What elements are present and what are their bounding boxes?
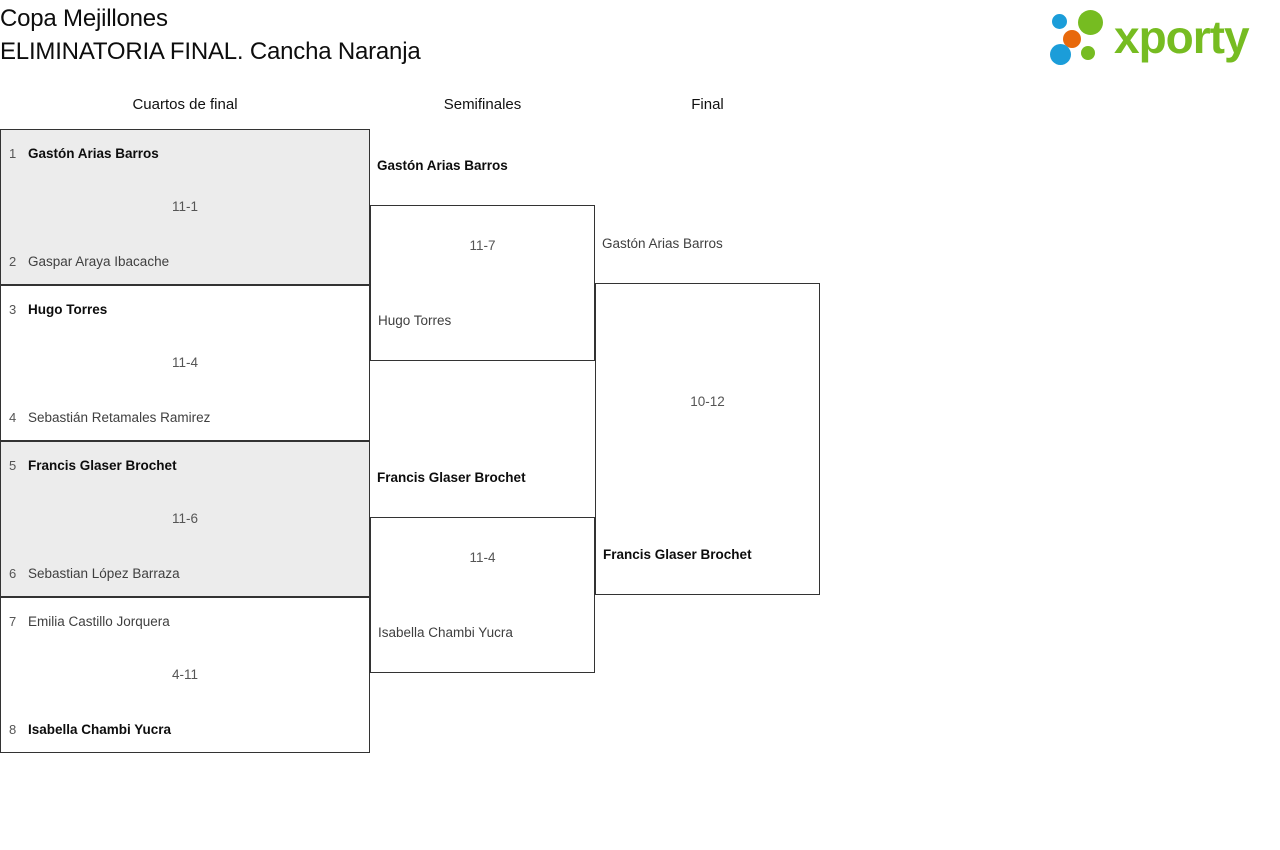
match-slot-bottom[interactable]: 4 Sebastián Retamales Ramirez bbox=[1, 404, 369, 430]
match-slot-bottom[interactable]: Isabella Chambi Yucra bbox=[371, 619, 594, 645]
semifinal-1-top-player: Gastón Arias Barros bbox=[377, 158, 508, 173]
match-score: 11-4 bbox=[469, 550, 496, 565]
seed-number: 3 bbox=[9, 301, 17, 317]
match-slot-top[interactable]: 3 Hugo Torres bbox=[1, 296, 369, 322]
logo-wordmark: xporty bbox=[1114, 11, 1250, 63]
player-name: Hugo Torres bbox=[28, 301, 108, 317]
match-score: 11-6 bbox=[171, 511, 199, 526]
tournament-subtitle: ELIMINATORIA FINAL. Cancha Naranja bbox=[0, 38, 421, 65]
match-score: 4-11 bbox=[171, 667, 199, 682]
match-slot-bottom[interactable]: Hugo Torres bbox=[371, 307, 594, 333]
match-slot-top[interactable]: 5 Francis Glaser Brochet bbox=[1, 452, 369, 478]
seed-number: 2 bbox=[9, 253, 17, 269]
logo-dot-green-small bbox=[1081, 46, 1095, 60]
player-name: Isabella Chambi Yucra bbox=[378, 624, 513, 640]
match-score: 11-7 bbox=[469, 238, 496, 253]
xporty-logo[interactable]: xporty bbox=[1044, 6, 1274, 68]
player-name: Francis Glaser Brochet bbox=[603, 546, 752, 562]
match-score: 11-4 bbox=[171, 355, 199, 370]
match-slot-bottom[interactable]: 8 Isabella Chambi Yucra bbox=[1, 716, 369, 742]
match-qf-3[interactable]: 5 Francis Glaser Brochet 11-6 6 Sebastia… bbox=[0, 441, 370, 597]
match-slot-bottom[interactable]: 2 Gaspar Araya Ibacache bbox=[1, 248, 369, 274]
match-sf-1[interactable]: 11-7 Hugo Torres bbox=[370, 205, 595, 361]
player-name: Isabella Chambi Yucra bbox=[28, 721, 172, 737]
logo-dot-green-large bbox=[1078, 10, 1103, 35]
player-name: Emilia Castillo Jorquera bbox=[28, 613, 170, 629]
logo-dot-orange bbox=[1063, 30, 1081, 48]
round-header-semifinals: Semifinales bbox=[443, 96, 522, 113]
title-block: Copa Mejillones ELIMINATORIA FINAL. Canc… bbox=[0, 2, 421, 68]
seed-number: 5 bbox=[9, 457, 17, 473]
match-slot-bottom[interactable]: Francis Glaser Brochet bbox=[596, 541, 819, 567]
tournament-name: Copa Mejillones bbox=[0, 5, 168, 32]
match-score: 11-1 bbox=[171, 199, 199, 214]
seed-number: 7 bbox=[9, 613, 17, 629]
match-sf-2[interactable]: 11-4 Isabella Chambi Yucra bbox=[370, 517, 595, 673]
match-slot-top[interactable]: 7 Emilia Castillo Jorquera bbox=[1, 608, 369, 634]
player-name: Gastón Arias Barros bbox=[28, 145, 159, 161]
player-name: Gaspar Araya Ibacache bbox=[28, 253, 170, 269]
player-name: Sebastián Retamales Ramirez bbox=[28, 409, 211, 425]
match-slot-bottom[interactable]: 6 Sebastian López Barraza bbox=[1, 560, 369, 586]
logo-dot-blue-small bbox=[1052, 14, 1067, 29]
round-header-quarterfinals: Cuartos de final bbox=[132, 96, 238, 113]
match-qf-2[interactable]: 3 Hugo Torres 11-4 4 Sebastián Retamales… bbox=[0, 285, 370, 441]
match-slot-top[interactable]: 1 Gastón Arias Barros bbox=[1, 140, 369, 166]
seed-number: 1 bbox=[9, 145, 17, 161]
page-header: Copa Mejillones ELIMINATORIA FINAL. Canc… bbox=[0, 0, 1280, 80]
seed-number: 4 bbox=[9, 409, 17, 425]
semifinal-2-top-player: Francis Glaser Brochet bbox=[377, 470, 526, 485]
logo-dot-blue-large bbox=[1050, 44, 1071, 65]
player-name: Sebastian López Barraza bbox=[28, 565, 180, 581]
seed-number: 8 bbox=[9, 721, 17, 737]
match-final[interactable]: 10-12 Francis Glaser Brochet bbox=[595, 283, 820, 595]
player-name: Hugo Torres bbox=[378, 312, 452, 328]
round-header-final: Final bbox=[691, 96, 724, 113]
logo-dots-icon bbox=[1050, 10, 1112, 65]
match-score: 10-12 bbox=[690, 394, 725, 409]
seed-number: 6 bbox=[9, 565, 17, 581]
final-top-player: Gastón Arias Barros bbox=[602, 236, 723, 251]
player-name: Francis Glaser Brochet bbox=[28, 457, 177, 473]
match-qf-4[interactable]: 7 Emilia Castillo Jorquera 4-11 8 Isabel… bbox=[0, 597, 370, 753]
match-qf-1[interactable]: 1 Gastón Arias Barros 11-1 2 Gaspar Aray… bbox=[0, 129, 370, 285]
